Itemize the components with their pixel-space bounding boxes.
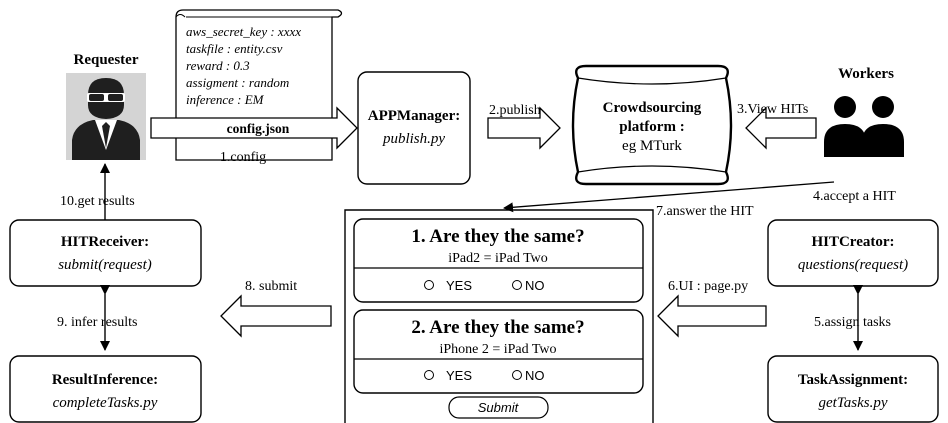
- result-inference-subtitle: completeTasks.py: [53, 395, 158, 411]
- ui-page-arrow: [657, 294, 767, 338]
- question-2-no-radio[interactable]: NO: [512, 368, 545, 383]
- hit-receiver-node: [9, 219, 202, 287]
- config-line-3: reward : 0.3: [186, 58, 250, 73]
- question-1-title: 1. Are they the same?: [411, 226, 584, 247]
- question-1-no-radio[interactable]: NO: [512, 278, 545, 293]
- question-2-title: 2. Are they the same?: [411, 317, 584, 338]
- edge-label-config: 1.config: [220, 150, 266, 165]
- hit-receiver-title: HITReceiver:: [61, 234, 149, 250]
- hit-creator-title: HITCreator:: [811, 234, 894, 250]
- result-inference-title: ResultInference:: [52, 372, 158, 388]
- question-card-2: 2. Are they the same? iPhone 2 = iPad Tw…: [353, 309, 644, 394]
- edge-label-accept-hit: 4.accept a HIT: [813, 189, 896, 204]
- edge-label-get-results: 10.get results: [60, 194, 135, 209]
- config-line-5: inference : EM: [186, 92, 265, 107]
- question-card-1: 1. Are they the same? iPad2 = iPad Two Y…: [353, 218, 644, 303]
- app-manager-node: [357, 71, 471, 185]
- question-1-yes-radio[interactable]: YES: [424, 278, 473, 293]
- workers-icon: [824, 96, 904, 157]
- config-line-1: aws_secret_key : xxxx: [186, 24, 301, 39]
- task-assignment-subtitle: getTasks.py: [818, 395, 887, 411]
- app-manager-subtitle: publish.py: [382, 131, 445, 147]
- hit-creator-subtitle: questions(request): [798, 257, 908, 273]
- edge-label-infer-results: 9. infer results: [57, 315, 137, 330]
- hit-receiver-subtitle: submit(request): [58, 257, 152, 273]
- question-2-pair: iPhone 2 = iPad Two: [439, 342, 556, 357]
- question-2-yes-radio[interactable]: YES: [424, 368, 473, 383]
- task-assignment-node: [767, 355, 939, 423]
- hit-creator-node: [767, 219, 939, 287]
- requester-label: Requester: [74, 52, 139, 68]
- config-line-4: assigment : random: [186, 75, 289, 90]
- hit-form: 1. Are they the same? iPad2 = iPad Two Y…: [344, 209, 654, 423]
- question-2-no-label: NO: [525, 368, 545, 383]
- task-assignment-title: TaskAssignment:: [798, 372, 908, 388]
- edge-label-assign-tasks: 5.assign tasks: [814, 315, 891, 330]
- question-2-yes-label: YES: [446, 368, 472, 383]
- edge-label-publish: 2.publish: [489, 103, 541, 118]
- edge-label-ui-page: 6.UI : page.py: [668, 279, 748, 294]
- config-arrow: config.json: [150, 106, 358, 150]
- result-inference-node: [9, 355, 202, 423]
- platform-title-line1: Crowdsourcing: [603, 100, 702, 116]
- question-1-no-label: NO: [525, 278, 545, 293]
- workers-label: Workers: [838, 66, 894, 82]
- question-1-yes-label: YES: [446, 278, 472, 293]
- submit-button-label: Submit: [478, 400, 520, 415]
- view-hits-arrow: [745, 106, 817, 150]
- app-manager-title: APPManager:: [368, 108, 460, 124]
- question-1-pair: iPad2 = iPad Two: [448, 251, 548, 266]
- accept-hit-line: [503, 181, 835, 213]
- publish-arrow: [487, 106, 561, 150]
- platform-subtitle: eg MTurk: [622, 138, 682, 154]
- config-filename: config.json: [227, 121, 290, 136]
- platform-title-line2: platform :: [619, 119, 684, 135]
- edge-label-submit: 8. submit: [245, 279, 297, 294]
- submit-arrow: [220, 294, 332, 338]
- edge-label-view-hits: 3.View HITs: [737, 102, 808, 117]
- edge-label-answer-hit: 7.answer the HIT: [656, 204, 754, 219]
- requester-icon: [66, 73, 146, 160]
- submit-button[interactable]: Submit: [448, 396, 549, 419]
- crowdsourcing-platform-node: [571, 64, 733, 186]
- config-line-2: taskfile : entity.csv: [186, 41, 283, 56]
